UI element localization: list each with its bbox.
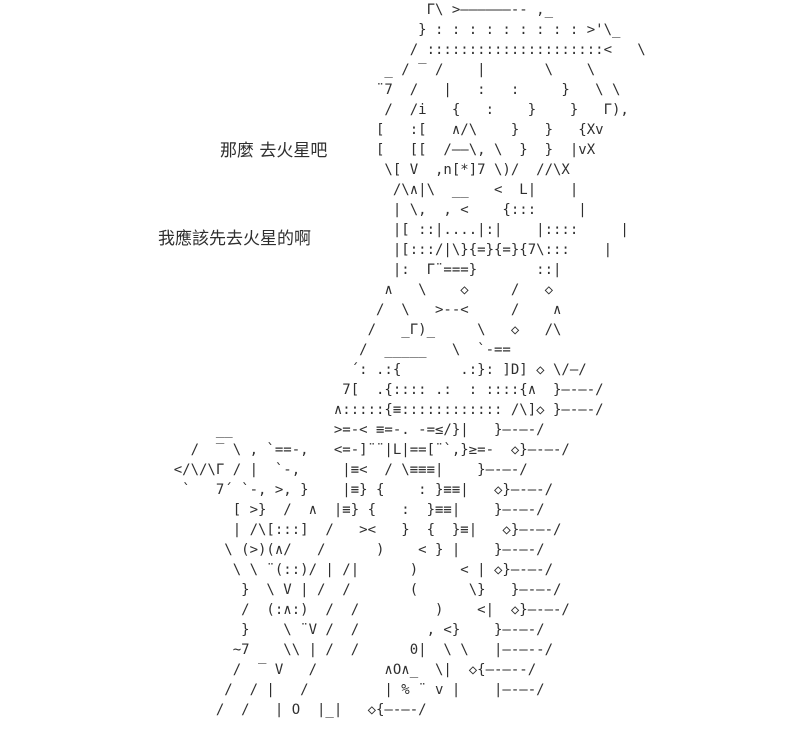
dialogue-line-2: 我應該先去火星的啊: [158, 229, 311, 249]
ascii-art-character: Γ\ >――――――-- ,_ } : : : : : : : : : >'\_…: [173, 2, 646, 718]
dialogue-line-1: 那麼 去火星吧: [220, 141, 328, 161]
